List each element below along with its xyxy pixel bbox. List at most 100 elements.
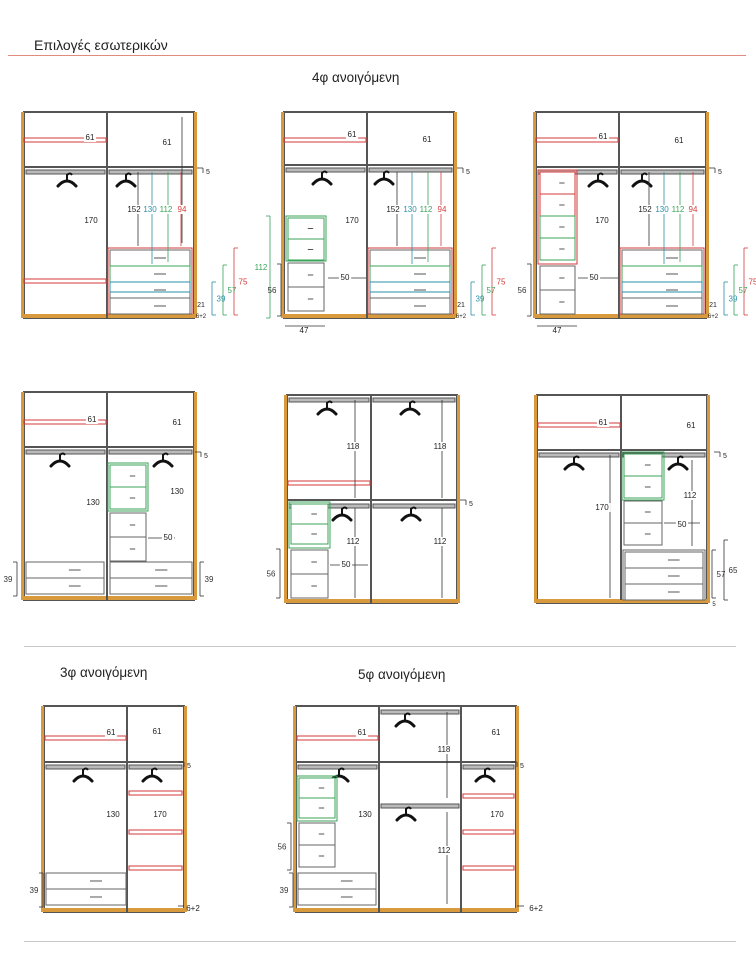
hanger-hook [66, 172, 73, 181]
dimension-label: 21 [197, 302, 205, 309]
dimension-label: 112 [438, 846, 451, 855]
label-bg [435, 205, 449, 214]
drawer [290, 523, 329, 545]
cabinet-base [535, 314, 707, 318]
hanger-icon [400, 506, 422, 522]
dimension-label: 6+2 [708, 314, 719, 320]
hanging-rail [380, 803, 460, 809]
dimension-label: 21 [709, 302, 717, 309]
drawer-frame [109, 281, 191, 293]
dimension-label: 5 [712, 602, 716, 608]
label-bg [160, 138, 174, 147]
hanger-hook [573, 455, 580, 464]
dimension-label: 75 [497, 278, 506, 287]
label-bg [157, 205, 175, 214]
shelf-block [537, 169, 578, 265]
drawer [290, 549, 329, 575]
shelf-red [462, 829, 515, 835]
dimension-label: 118 [438, 745, 451, 754]
dimension-label: 94 [689, 205, 698, 214]
label-bg [141, 205, 159, 214]
hanger-icon [394, 712, 416, 728]
dimension-label: 112 [420, 205, 433, 214]
label-bg [356, 810, 374, 819]
dimension-label: 39 [30, 886, 39, 895]
label-bg [85, 415, 99, 424]
drawer [290, 503, 329, 525]
shelf-red [462, 865, 515, 871]
cabinet-base [283, 314, 455, 318]
hanger-icon [141, 767, 163, 783]
drawer [109, 265, 191, 283]
hanger-icon [667, 455, 689, 471]
dimension-label: 50 [342, 560, 351, 569]
hanger-icon [316, 400, 338, 416]
label-bg [431, 442, 449, 451]
drawer [45, 872, 127, 890]
label-bg [104, 728, 118, 737]
dimension-label: 130 [106, 810, 120, 819]
dimension-label: 118 [434, 442, 447, 451]
cabinet-side [184, 706, 187, 912]
dimension-label: 56 [267, 570, 276, 579]
hanger-icon [56, 172, 78, 188]
shelf-red [128, 790, 183, 796]
drawer [369, 265, 451, 283]
dimension-label: 57 [739, 286, 748, 295]
hanger-hook [341, 506, 348, 515]
drawer [624, 551, 704, 569]
label-bg [587, 273, 601, 282]
drawer [298, 844, 336, 868]
dimension-label: 152 [127, 205, 141, 214]
drawer [109, 577, 193, 595]
label-bg [151, 810, 169, 819]
dimension-label: 21 [457, 302, 465, 309]
dimension-label: 61 [163, 138, 172, 147]
hanger-hook [383, 170, 390, 179]
drawer [25, 561, 105, 579]
drawer [25, 577, 105, 595]
hanger-hook [597, 172, 604, 181]
label-bg [125, 205, 143, 214]
label-bg [420, 135, 434, 144]
label-bg [488, 810, 506, 819]
dimension-label: 170 [490, 810, 504, 819]
hanger-hook [321, 170, 328, 179]
hanger-icon [373, 170, 395, 186]
label-bg [150, 727, 164, 736]
dimension-label: 61 [348, 130, 357, 139]
hanger-icon [331, 506, 353, 522]
dimension-label: 47 [300, 326, 309, 335]
label-bg [84, 498, 102, 507]
dimension-label: 61 [675, 136, 684, 145]
hanging-rail [108, 169, 193, 175]
label-bg [161, 533, 175, 542]
dimension-label: 39 [205, 575, 214, 584]
drawer [621, 281, 703, 299]
hanger-icon [474, 767, 496, 783]
dimension-label: 112 [255, 263, 268, 272]
label-bg [636, 205, 654, 214]
label-bg [681, 491, 699, 500]
hanger-icon [395, 806, 417, 822]
hanger-icon [631, 172, 653, 188]
dimension-label: 112 [672, 205, 685, 214]
hanger-hook [162, 452, 169, 461]
label-bg [401, 205, 419, 214]
hanger-hook [641, 172, 648, 181]
dimension-label: 170 [595, 503, 609, 512]
hanger-hook [338, 767, 345, 776]
shelf-red [535, 137, 619, 143]
dimension-label: 65 [729, 566, 738, 575]
hanging-rail [297, 764, 378, 770]
dimension-label: 5 [204, 453, 208, 460]
dimension-label: 130 [655, 205, 669, 214]
dimension-label: 61 [86, 133, 95, 142]
shelf-red [537, 422, 621, 428]
label-bg [653, 205, 671, 214]
cabinet-base [23, 314, 195, 318]
label-bg [175, 205, 189, 214]
dimension-label: 39 [217, 295, 226, 304]
dimension-label: 130 [170, 487, 184, 496]
shelf-red [23, 278, 107, 284]
